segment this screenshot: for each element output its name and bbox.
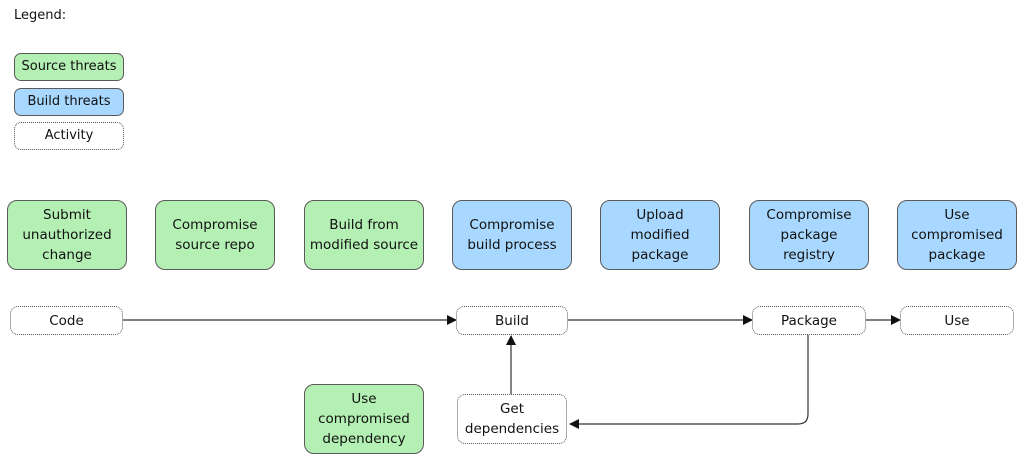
activity-get-dependencies: Get dependencies [457, 394, 567, 444]
edge-package-to-get-dependencies [569, 334, 809, 429]
threat-use-compromised-dependency: Use compromised dependency [304, 384, 424, 454]
legend-build-threats: Build threats [14, 88, 124, 116]
legend-source-threats: Source threats [14, 53, 124, 81]
activity-use: Use [900, 306, 1014, 335]
activity-code: Code [10, 306, 123, 335]
threat-use-compromised-package: Use compromised package [897, 200, 1017, 270]
threat-compromise-package-registry: Compromise package registry [749, 200, 869, 270]
threat-compromise-build-process: Compromise build process [452, 200, 572, 270]
legend-title: Legend: [14, 8, 67, 23]
threat-build-from-modified-source: Build from modified source [304, 200, 424, 270]
threat-compromise-source-repo: Compromise source repo [155, 200, 275, 270]
activity-package: Package [752, 306, 866, 335]
legend-activity: Activity [14, 122, 124, 150]
activity-build: Build [456, 306, 568, 335]
threat-upload-modified-package: Upload modified package [600, 200, 720, 270]
threat-submit-unauthorized-change: Submit unauthorized change [7, 200, 127, 270]
